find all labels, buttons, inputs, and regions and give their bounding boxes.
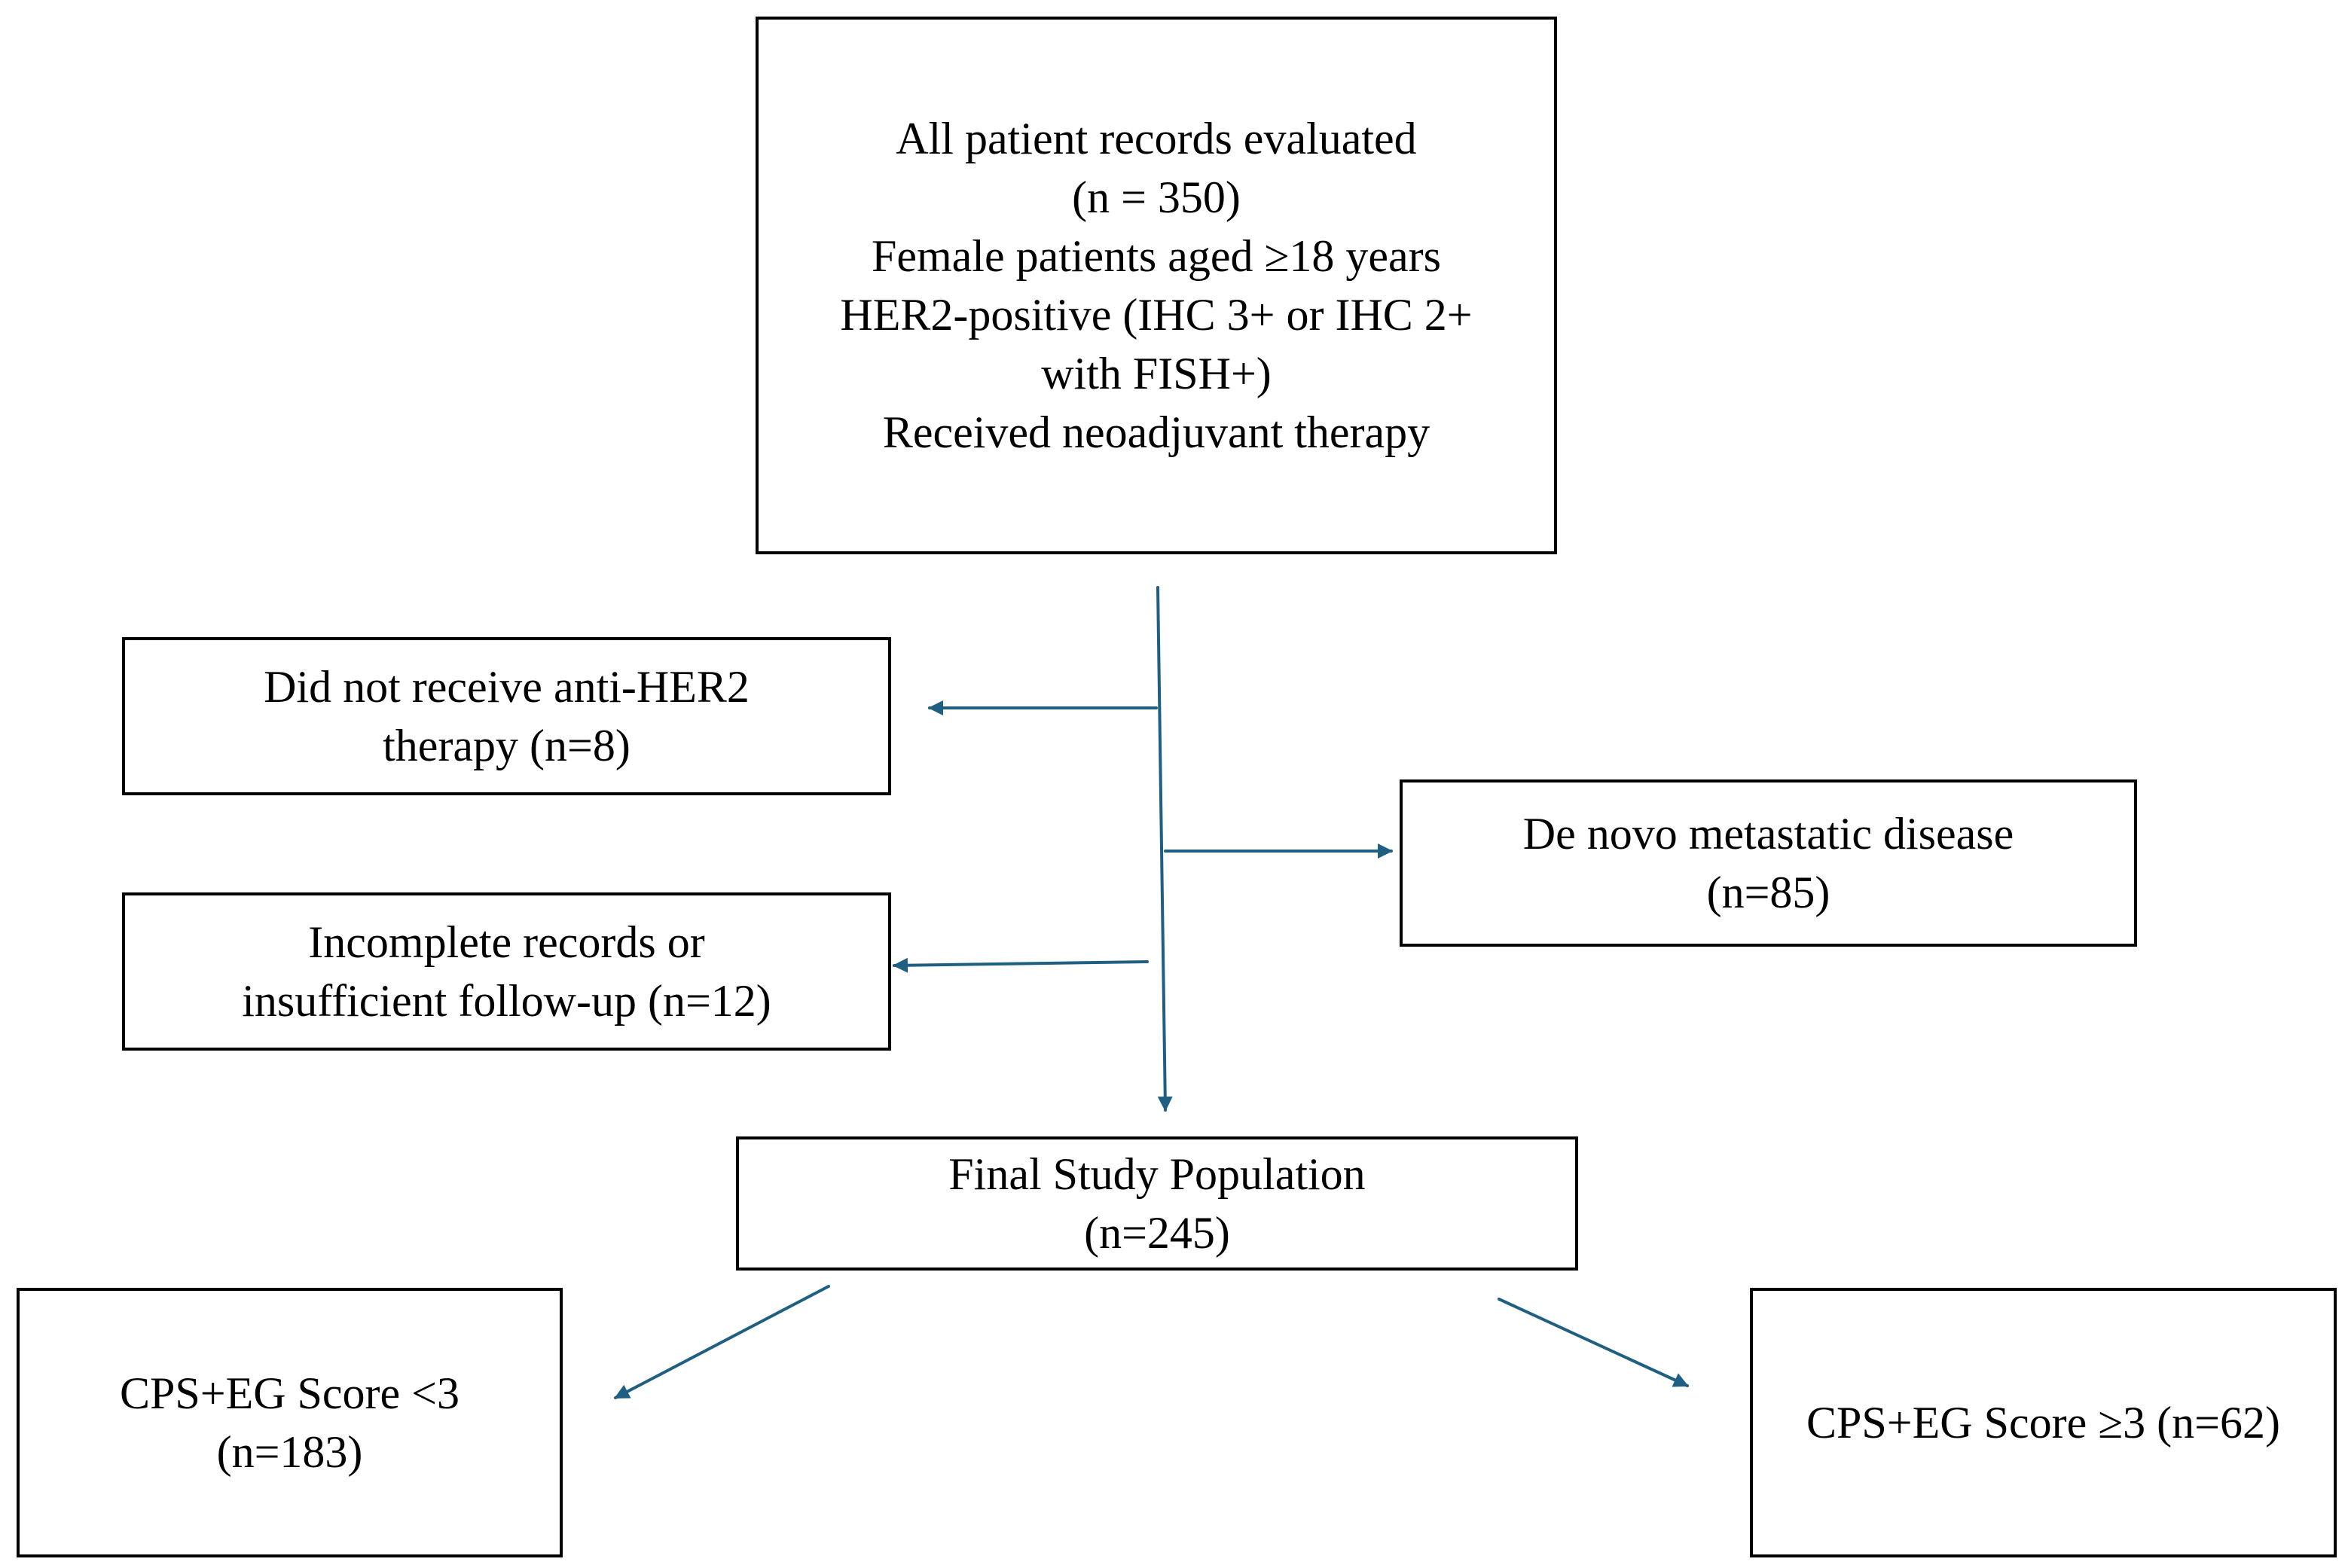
box-incomplete-records: Incomplete records or insufficient follo…	[122, 892, 891, 1051]
exclusion-arrow-incomplete	[893, 957, 1149, 973]
incomplete-line-1: Incomplete records or	[308, 917, 705, 967]
all-records-line-4: HER2-positive (IHC 3+ or IHC 2+	[840, 290, 1473, 340]
no-anti-her2-line-1: Did not receive anti-HER2	[264, 662, 750, 712]
all-records-line-3: Female patients aged ≥18 years	[871, 231, 1441, 281]
de-novo-line-1: De novo metastatic disease	[1522, 809, 2014, 859]
main-vertical-arrow	[1156, 586, 1173, 1112]
final-population-line-2: (n=245)	[1084, 1208, 1230, 1258]
score-high-line-1: CPS+EG Score ≥3 (n=62)	[1806, 1398, 2280, 1448]
split-arrow-score-low	[614, 1285, 830, 1399]
incomplete-line-2: insufficient follow-up (n=12)	[242, 976, 771, 1026]
box-score-high: CPS+EG Score ≥3 (n=62)	[1750, 1288, 2337, 1557]
box-all-patient-records: All patient records evaluated (n = 350) …	[756, 17, 1557, 554]
all-records-line-6: Received neoadjuvant therapy	[882, 407, 1430, 457]
split-arrow-score-high	[1498, 1298, 1689, 1387]
score-low-line-1: CPS+EG Score <3	[119, 1368, 460, 1418]
box-no-anti-her2: Did not receive anti-HER2 therapy (n=8)	[122, 637, 891, 795]
all-records-line-5: with FISH+)	[1041, 349, 1272, 398]
box-score-low: CPS+EG Score <3 (n=183)	[17, 1288, 563, 1557]
no-anti-her2-line-2: therapy (n=8)	[383, 721, 631, 770]
score-low-line-2: (n=183)	[216, 1427, 363, 1477]
de-novo-line-2: (n=85)	[1706, 868, 1830, 917]
all-records-line-2: (n = 350)	[1072, 172, 1241, 222]
box-de-novo-metastatic: De novo metastatic disease (n=85)	[1400, 779, 2137, 947]
box-final-study-population: Final Study Population (n=245)	[736, 1136, 1578, 1271]
all-records-line-1: All patient records evaluated	[896, 114, 1417, 163]
final-population-line-1: Final Study Population	[948, 1149, 1366, 1199]
